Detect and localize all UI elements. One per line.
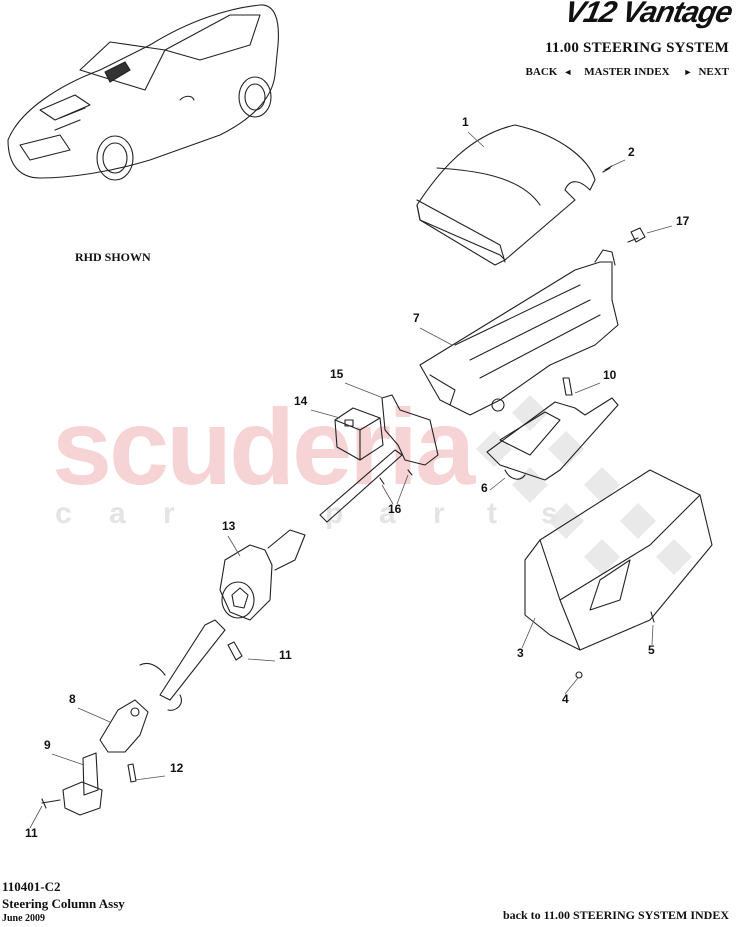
part-7-column (419, 249, 619, 416)
part-4-clip (575, 671, 583, 679)
part-11-bolt-upper (227, 641, 243, 661)
callout-17: 17 (676, 214, 690, 228)
watermark-letter: a (109, 497, 126, 530)
part-17-clip (627, 227, 646, 243)
callout-14: 14 (294, 394, 308, 408)
watermark-letter: a (379, 497, 396, 530)
page-navigation: BACK ◄ MASTER INDEX ► NEXT (526, 66, 729, 78)
back-arrow-icon[interactable]: ◄ (563, 67, 573, 77)
callout-10: 10 (603, 368, 617, 382)
car-illustration (7, 4, 279, 181)
callout-9: 9 (44, 738, 51, 752)
part-14-switch-module (334, 407, 384, 461)
part-8-universal-joint (99, 699, 149, 753)
callout-7: 7 (413, 311, 420, 325)
watermark-letter: r (433, 497, 445, 530)
watermark-carparts: c a r p a r t s (55, 497, 595, 531)
part-12-bolt (127, 763, 137, 783)
watermark-letter: p (325, 497, 344, 530)
checkered-flag-watermark (476, 395, 692, 575)
master-index-link[interactable]: MASTER INDEX (584, 66, 670, 78)
intermediate-shaft (139, 619, 226, 711)
watermark-letter: r (163, 497, 175, 530)
next-link[interactable]: NEXT (698, 66, 729, 78)
brand-logo: V12 Vantage (561, 0, 735, 29)
callout-4: 4 (562, 692, 569, 706)
callout-11-lower: 11 (25, 826, 38, 840)
part-9-coupling (62, 752, 103, 816)
callout-6: 6 (481, 481, 488, 495)
lower-shaft (319, 449, 403, 523)
part-10-bolt (562, 377, 573, 396)
part-15-bracket (381, 394, 439, 466)
part-1-upper-shroud (416, 124, 596, 266)
next-arrow-icon[interactable]: ► (683, 67, 693, 77)
part-5-screw (650, 611, 655, 623)
part-3-lower-shroud (524, 469, 713, 651)
part-16-screws (379, 469, 413, 485)
part-2-screw (602, 165, 613, 173)
diagram-code: 110401-C2 (2, 879, 61, 894)
back-link[interactable]: BACK (525, 66, 558, 78)
callout-1: 1 (462, 115, 469, 129)
leader-lines (29, 131, 673, 829)
section-title: 11.00 STEERING SYSTEM (545, 40, 729, 56)
callout-15: 15 (330, 367, 344, 381)
part-11-bolt-lower (41, 798, 61, 809)
watermark-letter: t (487, 497, 497, 530)
callout-16: 16 (388, 502, 402, 516)
diagram-description: Steering Column Assy (2, 896, 125, 911)
rhd-note: RHD SHOWN (75, 250, 151, 264)
callout-3: 3 (517, 646, 524, 660)
callout-5: 5 (648, 643, 655, 657)
part-6-mounting-plate (486, 397, 619, 481)
callout-8: 8 (69, 692, 76, 706)
callout-12: 12 (170, 761, 184, 775)
watermark-letter: c (55, 497, 72, 530)
callout-2: 2 (628, 145, 635, 159)
watermark-scuderia: scuderia (52, 386, 475, 507)
callout-11-upper: 11 (279, 648, 292, 662)
callout-13: 13 (222, 519, 236, 533)
diagram-date: June 2009 (2, 913, 46, 924)
back-to-index-link[interactable]: back to 11.00 STEERING SYSTEM INDEX (502, 908, 729, 922)
part-13-bush (219, 529, 306, 621)
